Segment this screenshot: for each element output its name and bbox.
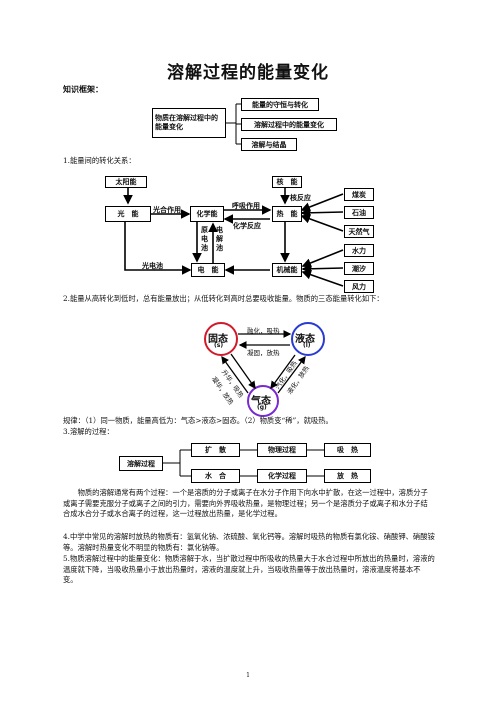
framework-root: 物质在溶解过程中的能量变化 <box>152 108 226 138</box>
respiration-label: 呼吸作用 <box>232 202 260 210</box>
page-number: 1 <box>246 672 250 679</box>
release-heat-box: 放 热 <box>324 469 371 483</box>
solid-symbol: (s) <box>214 342 224 349</box>
source-coal: 煤炭 <box>344 188 374 201</box>
liquid-ring <box>291 322 325 356</box>
section-1-heading: 1.能量间的转化关系： <box>63 156 136 165</box>
gas-state-label: 气态 <box>251 396 271 407</box>
photo-cell-label: 光电池 <box>142 262 163 270</box>
gas-symbol: (g) <box>257 404 267 411</box>
electric-energy-box: 电 能 <box>191 263 225 277</box>
nuclear-energy-box: 核 能 <box>272 176 302 188</box>
source-wind: 风力 <box>344 280 374 293</box>
solid-ring <box>204 322 238 356</box>
gas-ring <box>247 385 279 417</box>
sun-energy-box: 太阳能 <box>105 176 147 188</box>
chemical-energy-box: 化学能 <box>190 206 224 222</box>
rule-text: 规律：（1）同一物质，能量高低为：气态>液态>固态。（2）物质变“稀”，就吸热。 <box>63 416 333 425</box>
source-hydro: 水力 <box>344 244 374 257</box>
electrolysis-label: 电解池 <box>216 226 223 252</box>
dissolve-root: 溶解过程 <box>119 456 163 471</box>
mechanical-energy-box: 机械能 <box>272 263 302 277</box>
source-tidal: 潮汐 <box>344 262 374 275</box>
primary-cell-label: 原电池 <box>201 226 208 252</box>
section-3-heading: 3.溶解的过程： <box>63 427 114 436</box>
source-gas: 天然气 <box>344 225 374 238</box>
item-5-text: 5.物质溶解过程中的能量变化：物质溶解于水，当扩散过程中所吸收的热量大于水合过程… <box>63 554 435 584</box>
nuclear-reaction-label: 核反应 <box>290 194 311 202</box>
melt-label: 融化，吸热 <box>247 327 280 335</box>
item-4-text: 4.中学中常见的溶解时放热的物质有：氢氧化钠、浓硫酸、氧化钙等。溶解时吸热的物质… <box>63 532 435 552</box>
framework-branch-3: 溶解与结晶 <box>241 138 297 151</box>
section-2-text: 2.能量从高转化到低时，总有能量放出；从低转化到高时总要吸收能量。物质的三态能量… <box>63 294 384 303</box>
framework-branch-2: 溶解过程中的能量变化 <box>241 118 337 131</box>
diffusion-box: 扩 散 <box>191 443 240 457</box>
chemical-process-box: 化学过程 <box>257 469 307 483</box>
framework-label: 知识框架： <box>63 85 103 94</box>
heat-energy-box: 热 能 <box>272 206 302 222</box>
dissolve-paragraph: 物质的溶解通常有两个过程：一个是溶质的分子或离子在水分子作用下向水中扩散，在这一… <box>63 488 428 518</box>
photosynthesis-label: 光合作用 <box>153 206 181 214</box>
solid-state-label: 固态 <box>208 334 228 345</box>
page-title: 溶解过程的能量变化 <box>167 63 329 83</box>
absorb-heat-box: 吸 热 <box>324 443 371 457</box>
light-energy-box: 光 能 <box>105 206 151 222</box>
chemical-reaction-label: 化学反应 <box>233 222 261 230</box>
framework-branch-1: 能量的守恒与转化 <box>241 98 319 111</box>
hydration-box: 水 合 <box>191 469 240 483</box>
liquid-symbol: (l) <box>303 342 311 349</box>
physical-process-box: 物理过程 <box>257 443 307 457</box>
source-oil: 石油 <box>344 206 374 219</box>
liquid-state-label: 液态 <box>295 334 315 345</box>
freeze-label: 凝固，放热 <box>247 349 280 357</box>
